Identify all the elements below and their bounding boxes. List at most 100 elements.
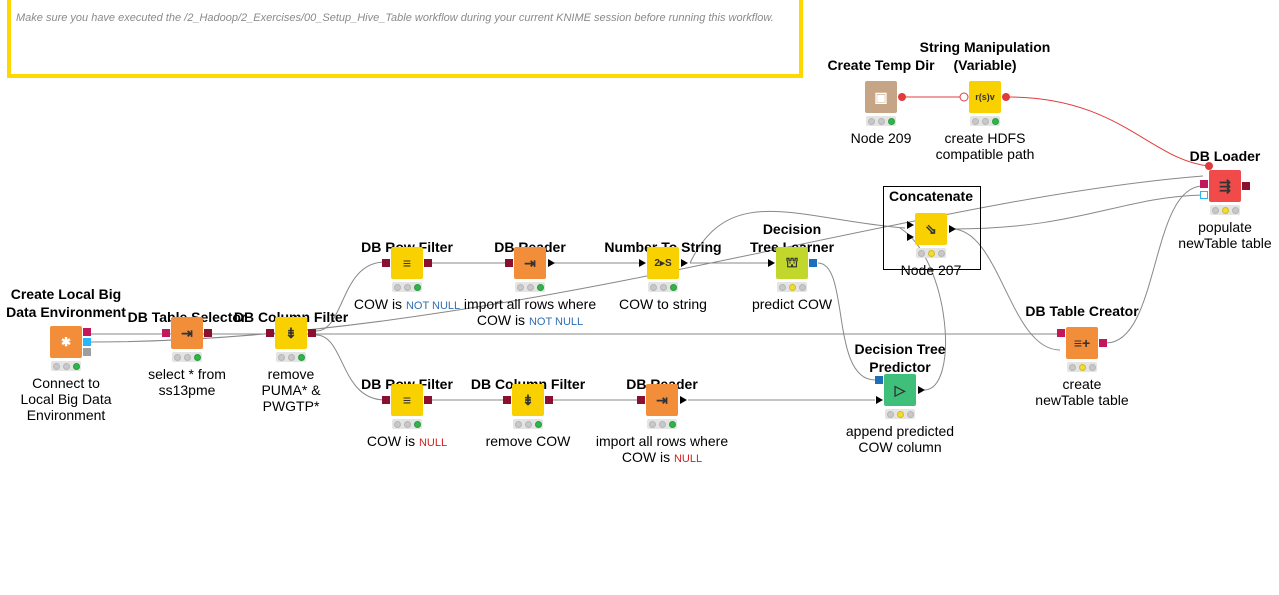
spark-hive-icon[interactable]: ✱ (50, 326, 82, 358)
conn-colfilter-rowfilter2 (315, 334, 386, 401)
db-port-out[interactable] (545, 396, 553, 404)
node-db-row-filter-1[interactable]: DB Row Filter ≡ COW is NOT NULL (354, 239, 460, 312)
node-status (172, 352, 202, 362)
node-number-to-string[interactable]: Number To String 2▸S COW to string (604, 239, 721, 312)
node-create-temp-dir[interactable]: Create Temp Dir ▣ Node 209 (827, 57, 934, 146)
data-port-in-1[interactable] (907, 221, 914, 229)
data-port-out[interactable] (918, 386, 925, 394)
node-db-column-filter-2[interactable]: DB Column Filter ⇟ remove COW (471, 376, 585, 449)
row-filter-icon[interactable]: ≡ (391, 384, 423, 416)
column-filter-icon[interactable]: ⇟ (512, 384, 544, 416)
node-db-reader-1[interactable]: DB Reader ⇥ import all rows where COW is… (464, 239, 596, 328)
node-status (866, 116, 896, 126)
concatenate-icon[interactable]: ⇘ (915, 213, 947, 245)
db-reader-icon[interactable]: ⇥ (514, 247, 546, 279)
node-label: Node 207 (900, 262, 962, 278)
conn-strmanip-loader (1007, 96, 1210, 167)
node-db-row-filter-2[interactable]: DB Row Filter ≡ COW is NULL (361, 376, 453, 449)
db-port-out[interactable] (1242, 182, 1250, 190)
data-port-out[interactable] (680, 396, 687, 404)
column-filter-icon[interactable]: ⇟ (275, 317, 307, 349)
data-port-out[interactable] (681, 259, 688, 267)
node-label: import all rows where COW is NULL (595, 433, 729, 465)
data-port-in[interactable] (768, 259, 775, 267)
flowvar-port-in (1205, 162, 1213, 170)
model-port-in[interactable] (875, 376, 883, 384)
conn-learner-predictor (817, 262, 876, 381)
row-filter-icon[interactable]: ≡ (391, 247, 423, 279)
db-port-out[interactable] (424, 396, 432, 404)
db-reader-icon[interactable]: ⇥ (646, 384, 678, 416)
concatenate-selection-box (883, 186, 981, 270)
node-label: remove COW (485, 433, 571, 449)
data-port-in-optional[interactable] (1058, 347, 1065, 355)
node-status (51, 361, 81, 371)
db-port-out[interactable] (424, 259, 432, 267)
hdfs-port-in[interactable] (1200, 191, 1208, 199)
workflow-annotation[interactable]: Make sure you have executed the /2_Hadoo… (7, 0, 803, 78)
node-label: COW is NOT NULL (353, 296, 461, 312)
node-label: COW is NULL (366, 433, 448, 449)
node-concatenate[interactable]: Concatenate ⇘ Node 207 (889, 188, 973, 278)
db-port-out[interactable] (308, 329, 316, 337)
table-select-icon[interactable]: ⇥ (171, 317, 203, 349)
db-port-in[interactable] (266, 329, 274, 337)
spark-port-out[interactable] (83, 348, 91, 356)
node-status (970, 116, 1000, 126)
node-status (648, 282, 678, 292)
string-manipulation-icon[interactable]: r(s)v (969, 81, 1001, 113)
data-port-out[interactable] (949, 225, 956, 233)
db-port-out[interactable] (1099, 339, 1107, 347)
data-port-in[interactable] (639, 259, 646, 267)
node-title: Create Temp Dir (827, 57, 935, 73)
tree-learner-icon[interactable]: ⛫ (776, 247, 808, 279)
number-to-string-icon[interactable]: 2▸S (647, 247, 679, 279)
hdfs-port-out[interactable] (83, 338, 91, 346)
db-port-in[interactable] (637, 396, 645, 404)
node-status (392, 419, 422, 429)
node-label: import all rows where COW is NOT NULL (463, 296, 597, 328)
db-port-in[interactable] (1057, 329, 1065, 337)
table-creator-icon[interactable]: ≡+ (1066, 327, 1098, 359)
db-port-in[interactable] (1200, 180, 1208, 188)
node-status (916, 248, 946, 258)
data-port-in-2[interactable] (907, 233, 914, 241)
db-port-out[interactable] (83, 328, 91, 336)
flowvar-port-in (959, 92, 969, 102)
node-label: COW to string (619, 296, 707, 312)
folder-icon[interactable]: ▣ (865, 81, 897, 113)
db-port-in[interactable] (162, 329, 170, 337)
data-port-out[interactable] (548, 259, 555, 267)
tree-predictor-icon[interactable]: ▷ (884, 374, 916, 406)
node-db-reader-2[interactable]: DB Reader ⇥ import all rows where COW is… (596, 376, 728, 465)
data-port-in[interactable] (876, 396, 883, 404)
db-port-in[interactable] (382, 396, 390, 404)
db-port-in[interactable] (505, 259, 513, 267)
model-port-out[interactable] (809, 259, 817, 267)
node-status (647, 419, 677, 429)
node-string-manipulation-variable[interactable]: String Manipulation(Variable) r(s)v crea… (920, 39, 1051, 162)
db-port-in[interactable] (503, 396, 511, 404)
node-status (1067, 362, 1097, 372)
db-port-in[interactable] (382, 259, 390, 267)
db-loader-icon[interactable]: ⇶ (1209, 170, 1241, 202)
node-status (777, 282, 807, 292)
annotation-text: Make sure you have executed the /2_Hadoo… (16, 12, 774, 24)
node-status (513, 419, 543, 429)
db-port-out[interactable] (204, 329, 212, 337)
